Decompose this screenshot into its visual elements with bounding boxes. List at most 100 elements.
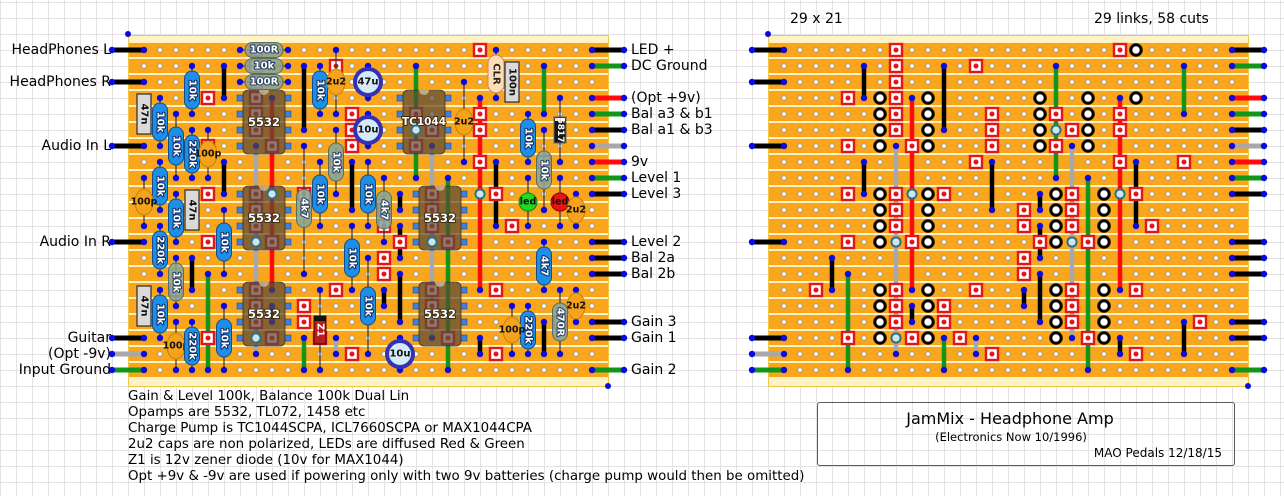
hole: [1165, 175, 1171, 181]
wire-end-pad: [892, 350, 900, 358]
wire-end-pad: [908, 302, 916, 310]
hole: [429, 367, 435, 373]
ic-pin: [412, 190, 420, 198]
lead-pad: [380, 238, 388, 246]
hole: [829, 239, 835, 245]
wire-end-pad: [748, 78, 756, 86]
lead-pad: [236, 78, 244, 86]
hole: [349, 47, 355, 53]
hole: [1229, 351, 1235, 357]
hole: [141, 255, 147, 261]
hole: [205, 111, 211, 117]
component-electrolytic: 10u: [353, 110, 383, 150]
hole: [1229, 287, 1235, 293]
lead-pad: [524, 110, 532, 118]
component-resistor: 10k: [360, 254, 376, 358]
terminal-wire: [588, 254, 628, 262]
ic-socket-ring: [1097, 235, 1111, 249]
terminal-wire: [1228, 110, 1268, 118]
hole: [1213, 127, 1219, 133]
wire-end-pad: [300, 366, 308, 374]
terminal-wire: [588, 46, 628, 54]
cut-dot: [1021, 223, 1027, 229]
wire-end-pad: [620, 46, 628, 54]
track-cut: [376, 250, 392, 266]
ic-pin: [284, 334, 292, 342]
terminal-wire: [1228, 142, 1268, 150]
cut-dot: [205, 335, 211, 341]
ic-pin: [460, 222, 468, 230]
track-cut: [840, 234, 856, 250]
ic-pin: [284, 238, 292, 246]
terminal-wire: [1228, 62, 1268, 70]
component-body: [312, 174, 328, 214]
cut-dot: [1069, 319, 1075, 325]
hole: [509, 271, 515, 277]
wire-end-pad: [1180, 318, 1188, 326]
hole: [1101, 143, 1107, 149]
hole: [237, 271, 243, 277]
cut-dot: [909, 239, 915, 245]
hole: [829, 47, 835, 53]
hole: [381, 335, 387, 341]
hole: [973, 239, 979, 245]
lead-pad: [140, 174, 148, 182]
hole: [1149, 143, 1155, 149]
hole: [941, 143, 947, 149]
track-cut: [344, 138, 360, 154]
lead-pad: [284, 46, 292, 54]
cut-dot: [509, 223, 515, 229]
link-wire: [380, 286, 388, 310]
hole: [1213, 303, 1219, 309]
hole: [861, 335, 867, 341]
terminal-label: Gain 1: [631, 330, 677, 346]
hole: [525, 271, 531, 277]
component-value-label: 47n: [139, 103, 150, 124]
hole: [365, 47, 371, 53]
ic-pin: [460, 334, 468, 342]
cut-dot: [477, 47, 483, 53]
terminal-wire: [748, 46, 788, 54]
ic-socket-ring: [1049, 315, 1063, 329]
wire-end-pad: [1228, 62, 1236, 70]
wire-end-pad: [1260, 46, 1268, 54]
ic-part-label: 5532: [248, 211, 280, 225]
hole: [573, 335, 579, 341]
cut-dot: [893, 191, 899, 197]
component-body: [184, 326, 200, 366]
hole: [1181, 223, 1187, 229]
lead-pad: [348, 222, 356, 230]
track-cut: [344, 346, 360, 362]
component-body: [244, 42, 284, 58]
hole: [1181, 239, 1187, 245]
cut-dot: [1069, 191, 1075, 197]
wire-end-pad: [444, 366, 452, 374]
wire-end-pad: [348, 206, 356, 214]
hole: [925, 271, 931, 277]
cut-dot: [893, 303, 899, 309]
hole: [973, 47, 979, 53]
hole: [989, 319, 995, 325]
hole: [797, 319, 803, 325]
lead-pad: [524, 158, 532, 166]
hole: [221, 111, 227, 117]
link-cut-stats: 29 links, 58 cuts: [1094, 11, 1209, 27]
cut-dot: [1197, 319, 1203, 325]
terminal-wire: [748, 334, 788, 342]
hole: [797, 95, 803, 101]
terminal-label: Bal a3 & b1: [631, 106, 713, 122]
cut-dot: [909, 143, 915, 149]
wire-end-pad: [844, 366, 852, 374]
hole: [813, 175, 819, 181]
hole: [797, 63, 803, 69]
component-body: [454, 108, 474, 136]
wire-end-pad: [1260, 270, 1268, 278]
track-cut: [1128, 282, 1144, 298]
wire-end-pad: [780, 334, 788, 342]
terminal-label: Bal 2b: [631, 266, 676, 282]
cut-dot: [493, 351, 499, 357]
via-ring: [266, 188, 278, 200]
ic-socket-ring: [1049, 299, 1063, 313]
wire-end-pad: [1036, 270, 1044, 278]
